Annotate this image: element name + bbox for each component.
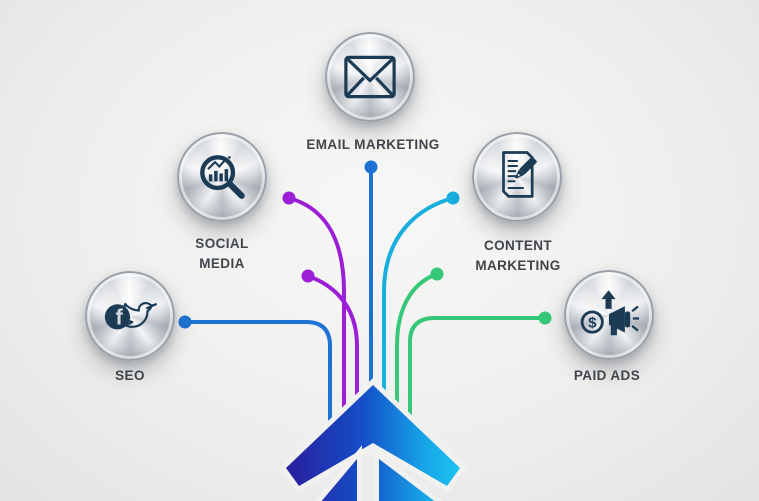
arrow-chevron-band [279,378,467,493]
connector-seo [185,320,332,441]
label-seo: SEO [115,368,145,383]
badge-paid-ads[interactable]: $ [564,270,654,360]
connector-content-marketing [382,196,454,410]
connector-paid-ads-short [395,272,438,423]
connector-paid-ads [408,316,545,435]
label-content-marketing: CONTENT MARKETING [475,238,561,273]
dot-content-marketing [446,191,460,205]
dot-social-media [282,191,296,205]
document-pen-icon [502,151,537,198]
arrow-inner-right-triangle [374,448,443,501]
connector-dots [178,160,552,329]
facebook-twitter-icon: f [104,302,158,330]
label-paid-ads: PAID ADS [573,368,641,383]
badge-content-marketing[interactable] [472,132,562,222]
svg-text:$: $ [588,314,597,331]
dot-email-marketing [364,160,378,174]
analytics-magnifier-icon [200,155,245,199]
svg-text:f: f [115,304,123,329]
badge-email-marketing[interactable] [325,32,415,122]
label-social-media: SOCIAL MEDIA [195,236,249,271]
dot-seo [178,315,192,329]
arrow-inner-left-triangle [315,445,362,501]
envelope-icon [344,55,396,99]
dot-paid-ads [538,311,552,325]
connector-lines [185,167,545,441]
money-megaphone-icon: $ [580,290,639,336]
dot-social-media-short [301,269,315,283]
upward-arrow-logo [279,378,467,501]
dot-paid-ads-short [430,267,444,281]
connector-social-media-short [307,274,359,415]
badge-social-media[interactable] [177,132,267,222]
label-email-marketing: EMAIL MARKETING [306,137,440,152]
connector-social-media [288,196,346,428]
badge-seo[interactable]: f [85,271,175,361]
